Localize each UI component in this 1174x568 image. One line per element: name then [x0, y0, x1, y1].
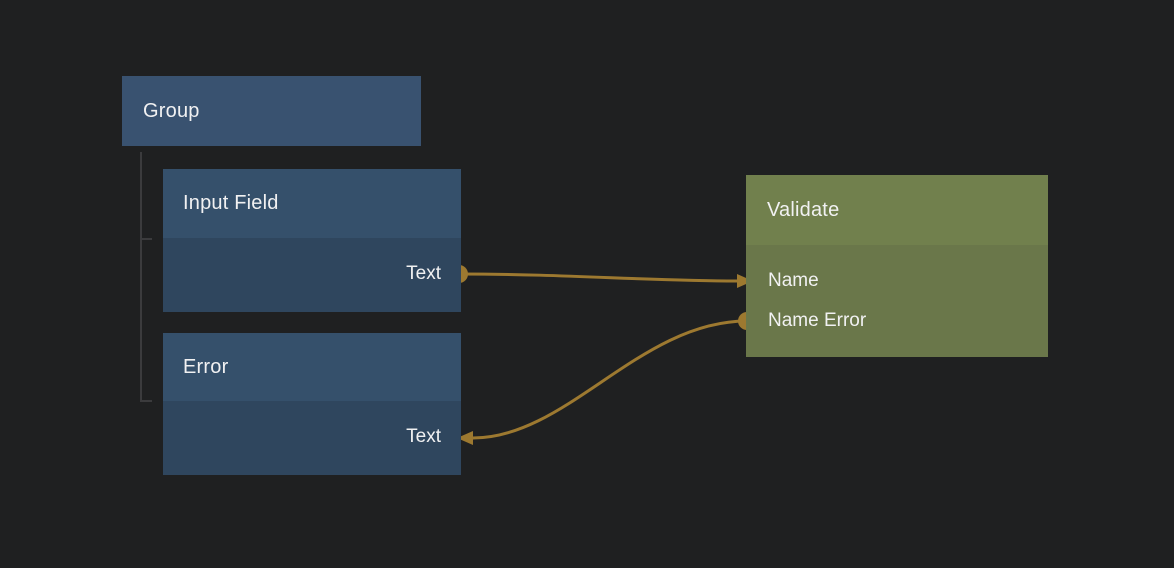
- node-validate-title: Validate: [767, 198, 840, 221]
- wire-text-to-name[interactable]: [458, 272, 753, 288]
- port-row-name-input[interactable]: Name: [746, 261, 1048, 301]
- wire-nameerror-to-text[interactable]: [457, 319, 748, 445]
- node-validate[interactable]: Validate Name Name Error: [746, 175, 1048, 357]
- node-validate-header[interactable]: Validate: [746, 175, 1048, 245]
- node-error-body: Text: [163, 401, 461, 475]
- node-input-field-body: Text: [163, 238, 461, 312]
- port-row-text-input[interactable]: Text: [163, 417, 461, 457]
- node-group[interactable]: Group: [122, 76, 421, 146]
- port-label-text: Text: [406, 426, 441, 447]
- node-error[interactable]: Error Text: [163, 333, 461, 475]
- node-input-field-header[interactable]: Input Field: [163, 169, 461, 238]
- node-input-field-title: Input Field: [183, 192, 279, 214]
- node-error-title: Error: [183, 355, 229, 378]
- port-label-text: Text: [406, 263, 441, 284]
- node-error-header[interactable]: Error: [163, 333, 461, 401]
- node-group-title: Group: [143, 99, 200, 122]
- node-input-field[interactable]: Input Field Text: [163, 169, 461, 312]
- port-label-name-error: Name Error: [768, 310, 867, 331]
- port-label-name: Name: [768, 270, 819, 291]
- port-row-nameerror-output[interactable]: Name Error: [746, 301, 1048, 341]
- node-validate-body: Name Name Error: [746, 245, 1048, 357]
- tree-connector-line: [140, 152, 152, 402]
- port-row-text-output[interactable]: Text: [163, 254, 461, 294]
